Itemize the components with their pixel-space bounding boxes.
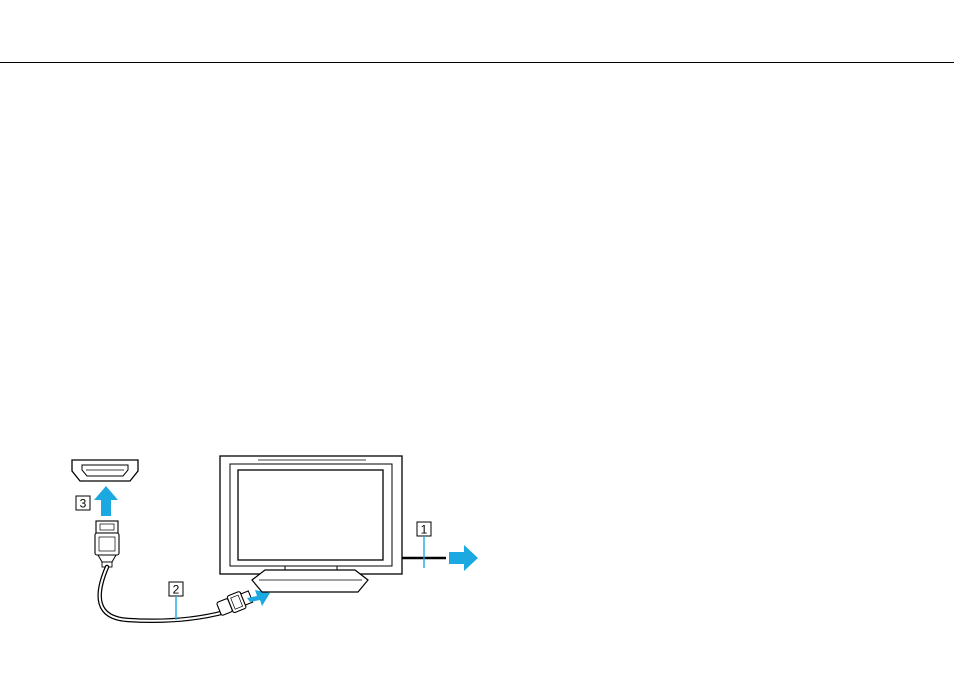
hdmi-connection-illustration: 3 2 — [0, 440, 500, 640]
hdmi-cable — [100, 567, 225, 621]
arrow-right-icon — [449, 545, 478, 571]
arrow-up-icon — [94, 486, 118, 516]
callout-1: 1 — [417, 522, 431, 568]
callout-2: 2 — [169, 582, 183, 620]
hdmi-plug-angled-icon — [216, 588, 254, 617]
callout-3-label: 3 — [80, 497, 87, 511]
tv-icon — [220, 456, 402, 592]
callout-3: 3 — [76, 496, 90, 511]
hdmi-plug-vertical-icon — [95, 521, 119, 567]
hdmi-port-icon — [72, 460, 138, 481]
callout-2-label: 2 — [173, 583, 180, 597]
header-rule — [0, 62, 954, 63]
callout-1-label: 1 — [421, 523, 428, 537]
